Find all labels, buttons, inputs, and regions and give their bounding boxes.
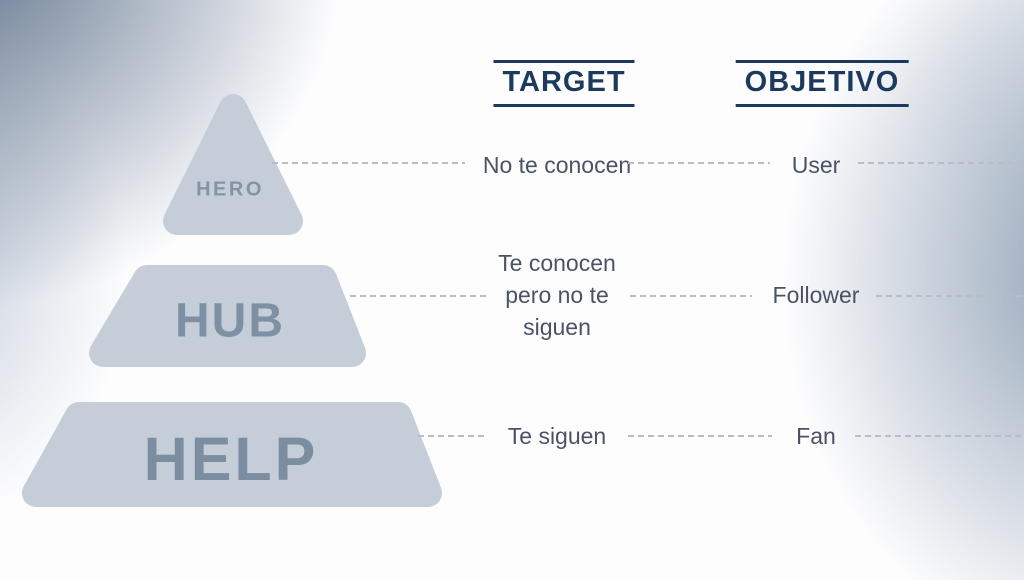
connector-dash-objetivo-edge-hub: [876, 295, 1024, 297]
connector-dash-objetivo-edge-hero: [858, 162, 1024, 164]
pyramid-level-hub-label: HUB: [175, 294, 285, 348]
target-column-header: TARGET: [493, 60, 635, 107]
connector-dash-objetivo-edge-help: [855, 435, 1024, 437]
target-cell-hub: Te conocen pero no te siguen: [498, 250, 616, 340]
pyramid-level-help-label: HELP: [143, 425, 319, 493]
objetivo-cell-hero: User: [791, 152, 841, 178]
help-trapezoid-shape: [22, 402, 442, 507]
hub-trapezoid-shape: [89, 265, 366, 367]
objetivo-cell-help: Fan: [796, 423, 836, 449]
target-cell-help: Te siguen: [507, 423, 607, 449]
objetivo-column-header: OBJETIVO: [735, 60, 909, 107]
connector-dash-help-to-target: [418, 435, 487, 437]
connector-dash-target-to-objetivo-hub: [630, 295, 752, 297]
objetivo-cell-hub: Follower: [772, 282, 860, 308]
connector-dash-target-to-objetivo-help: [628, 435, 772, 437]
hero-triangle-shape: [163, 94, 303, 235]
connector-dash-hub-to-target: [350, 295, 487, 297]
connector-dash-hero-to-target: [272, 162, 465, 164]
pyramid-level-hero-label: HERO: [196, 178, 264, 201]
target-cell-hero: No te conocen: [482, 152, 632, 178]
connector-dash-target-to-objetivo-hero: [628, 162, 770, 164]
